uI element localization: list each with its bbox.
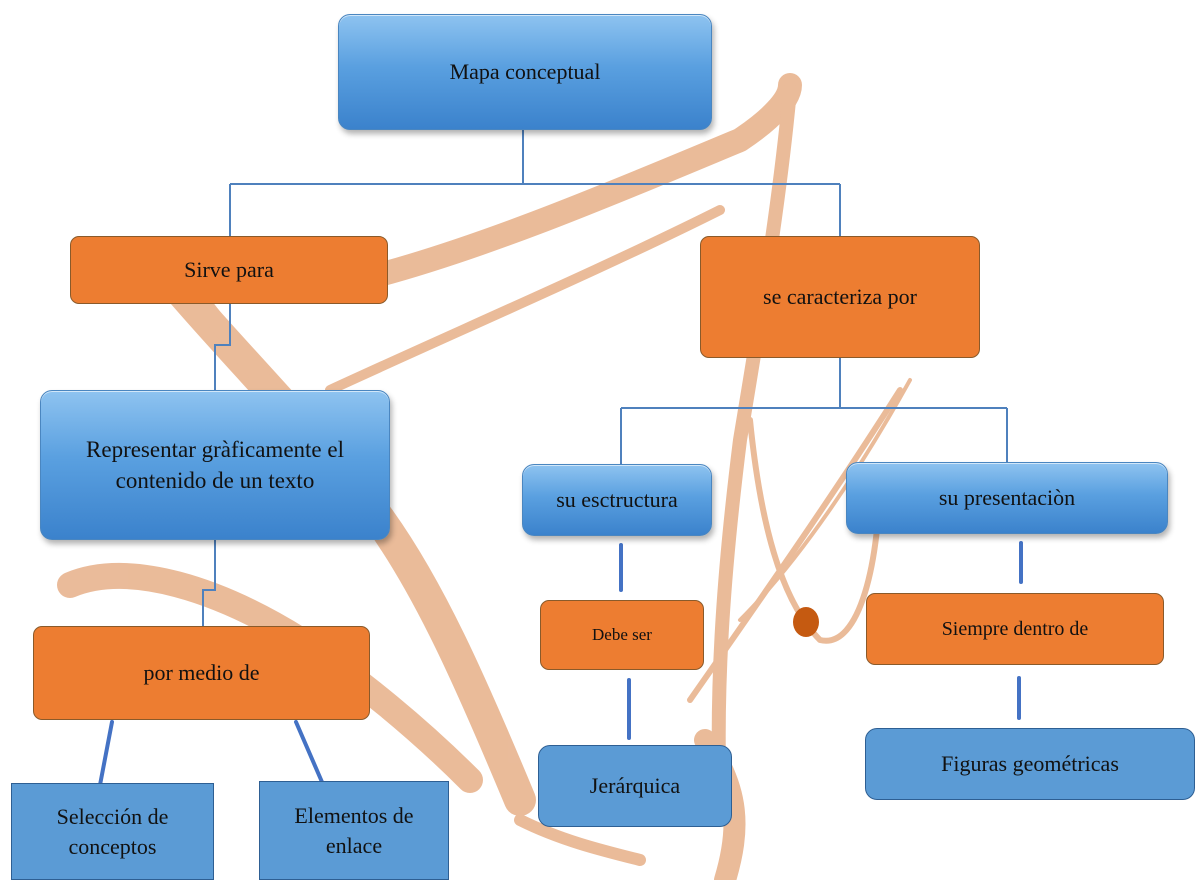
connector-caracteriza-branch bbox=[620, 358, 1008, 464]
node-jerarquica: Jerárquica bbox=[538, 745, 732, 827]
node-elementos-de-enlace-label: Elementos de enlace bbox=[294, 802, 414, 858]
connector-representar-pormedio bbox=[202, 540, 216, 628]
node-debe-ser: Debe ser bbox=[540, 600, 704, 670]
node-elementos-de-enlace: Elementos de enlace bbox=[259, 781, 449, 880]
node-sirve-para: Sirve para bbox=[70, 236, 388, 304]
node-siempre-dentro-de-label: Siempre dentro de bbox=[941, 617, 1089, 640]
node-debe-ser-label: Debe ser bbox=[592, 624, 652, 644]
node-sirve-para-label: Sirve para bbox=[184, 257, 274, 283]
node-jerarquica-label: Jerárquica bbox=[589, 773, 681, 799]
node-su-estructura: su esctructura bbox=[522, 464, 712, 536]
node-su-presentacion: su presentaciòn bbox=[846, 462, 1168, 534]
node-mapa-conceptual-label: Mapa conceptual bbox=[449, 59, 601, 85]
node-representar: Representar gràficamente el contenido de… bbox=[40, 390, 390, 540]
node-por-medio-de: por medio de bbox=[33, 626, 370, 720]
connector-root-branch bbox=[229, 130, 841, 236]
node-seleccion-de-conceptos: Selección de conceptos bbox=[11, 783, 214, 880]
node-mapa-conceptual: Mapa conceptual bbox=[338, 14, 712, 130]
connector-sirve-representar bbox=[214, 304, 231, 390]
node-figuras-geometricas: Figuras geométricas bbox=[865, 728, 1195, 800]
node-se-caracteriza-por-label: se caracteriza por bbox=[763, 284, 917, 310]
node-su-presentacion-label: su presentaciòn bbox=[938, 485, 1076, 511]
node-representar-label: Representar gràficamente el contenido de… bbox=[86, 436, 344, 493]
connector-pormedio-seleccion bbox=[98, 720, 114, 787]
connector-pormedio-elementos bbox=[294, 720, 324, 784]
node-por-medio-de-label: por medio de bbox=[143, 660, 260, 686]
node-seleccion-de-conceptos-label: Selección de conceptos bbox=[56, 803, 169, 859]
node-se-caracteriza-por: se caracteriza por bbox=[700, 236, 980, 358]
node-siempre-dentro-de: Siempre dentro de bbox=[866, 593, 1164, 665]
node-figuras-geometricas-label: Figuras geométricas bbox=[941, 751, 1119, 777]
watermark-dot bbox=[793, 607, 819, 637]
node-su-estructura-label: su esctructura bbox=[556, 487, 678, 513]
